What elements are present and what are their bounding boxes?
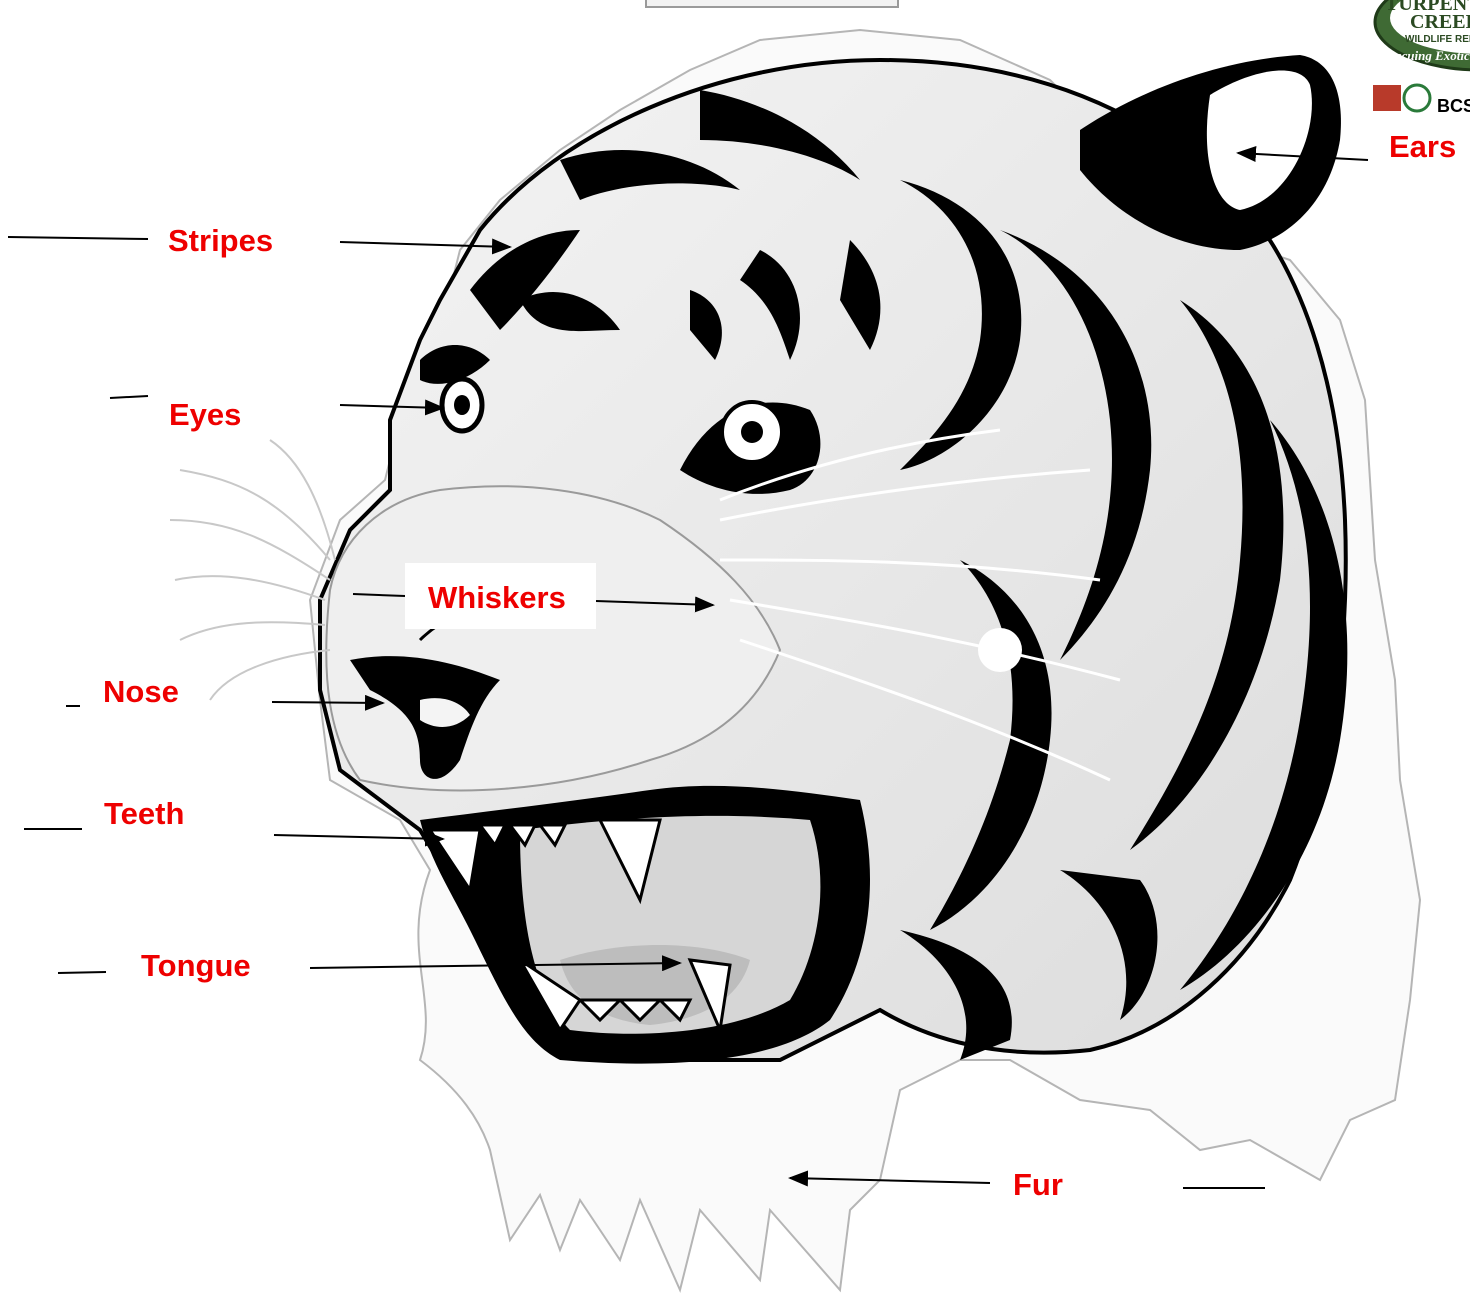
stripes-label: Stripes xyxy=(168,225,273,256)
logo-badge-text: BCSA xyxy=(1437,96,1470,116)
eye-left xyxy=(442,379,482,431)
whiskers-label: Whiskers xyxy=(428,582,566,613)
logo-name-2: CREEK xyxy=(1410,11,1470,33)
accreditation-badge-1 xyxy=(1373,85,1401,111)
fur-label: Fur xyxy=(1013,1169,1063,1200)
whisker-spot xyxy=(978,628,1022,672)
wildlife-refuge-logo: TURPENTINE CREEK WILDLIFE REFUGE Rescuin… xyxy=(1373,0,1470,116)
eyes-label: Eyes xyxy=(169,399,241,430)
ears-label: Ears xyxy=(1389,131,1456,162)
logo-tagline: Rescuing Exotic Cats xyxy=(1381,48,1470,63)
blank-tongue xyxy=(58,972,106,973)
nose-label: Nose xyxy=(103,676,179,707)
tiger-head xyxy=(170,30,1420,1290)
accreditation-badge-2 xyxy=(1404,85,1430,111)
whiskers-lines xyxy=(170,440,335,700)
teeth-label: Teeth xyxy=(104,798,184,829)
blank-stripes xyxy=(8,237,148,239)
blank-eyes xyxy=(110,396,148,398)
logo-name-3: WILDLIFE REFUGE xyxy=(1405,34,1470,45)
nose-arrow xyxy=(272,702,383,703)
tongue-label: Tongue xyxy=(141,950,251,981)
